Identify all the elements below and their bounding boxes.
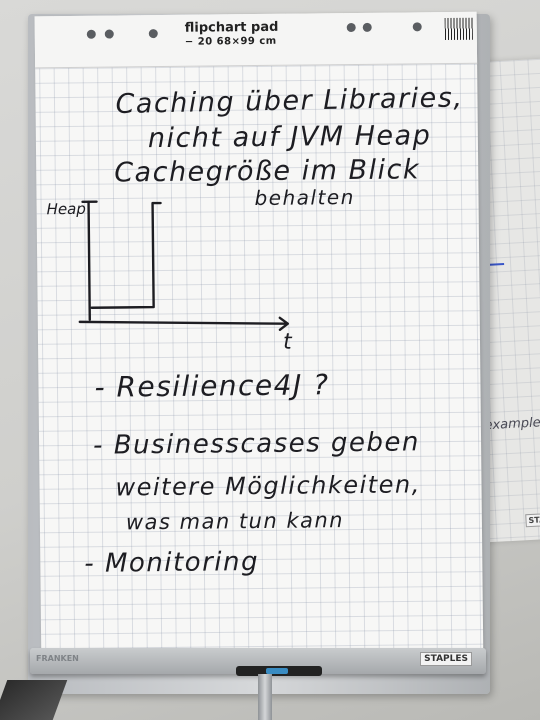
marker-pen bbox=[236, 666, 322, 676]
flipchart-paper: flipchart pad − 20 68×99 cm Caching über… bbox=[34, 11, 484, 669]
sketch-x-label: t bbox=[282, 329, 292, 355]
binding-hole bbox=[362, 22, 372, 32]
binding-hole bbox=[148, 29, 158, 39]
sketch-y-axis bbox=[87, 200, 91, 321]
barcode-icon bbox=[444, 17, 473, 41]
handwritten-line-6: - Businesscases geben bbox=[92, 427, 421, 461]
sketch-heap-box bbox=[90, 201, 162, 309]
floor-object bbox=[0, 680, 68, 720]
binding-hole bbox=[86, 29, 96, 39]
pad-spec: − 20 68×99 cm bbox=[184, 35, 277, 48]
handwritten-line-8: was man tun kann bbox=[125, 508, 345, 535]
handwritten-line-5: - Resilience4J ? bbox=[94, 368, 330, 404]
handwritten-line-2: nicht auf JVM Heap bbox=[147, 120, 432, 155]
binding-hole bbox=[412, 22, 422, 32]
heap-sketch bbox=[78, 200, 290, 331]
sketch-x-axis bbox=[78, 320, 288, 325]
pad-header: flipchart pad − 20 68×99 cm bbox=[34, 11, 478, 69]
back-sheet-text: examples bbox=[484, 415, 540, 434]
marker-cap bbox=[266, 668, 288, 674]
easel-pole bbox=[258, 674, 272, 720]
pad-title: flipchart pad bbox=[184, 19, 279, 36]
sketch-x-arrowhead bbox=[278, 316, 290, 331]
binding-hole bbox=[104, 29, 114, 39]
binding-hole bbox=[346, 22, 356, 33]
handwritten-line-9: - Monitoring bbox=[84, 547, 260, 579]
tray-brand-left: FRANKEN bbox=[36, 654, 79, 663]
handwritten-line-7: weitere Möglichkeiten, bbox=[115, 470, 421, 502]
handwritten-line-3: Cachegröße im Blick bbox=[114, 154, 421, 189]
handwritten-line-1: Caching über Libraries, bbox=[115, 82, 464, 121]
back-sheet-brand: STAPLES bbox=[525, 511, 540, 528]
tray-brand-right: STAPLES bbox=[420, 652, 472, 666]
